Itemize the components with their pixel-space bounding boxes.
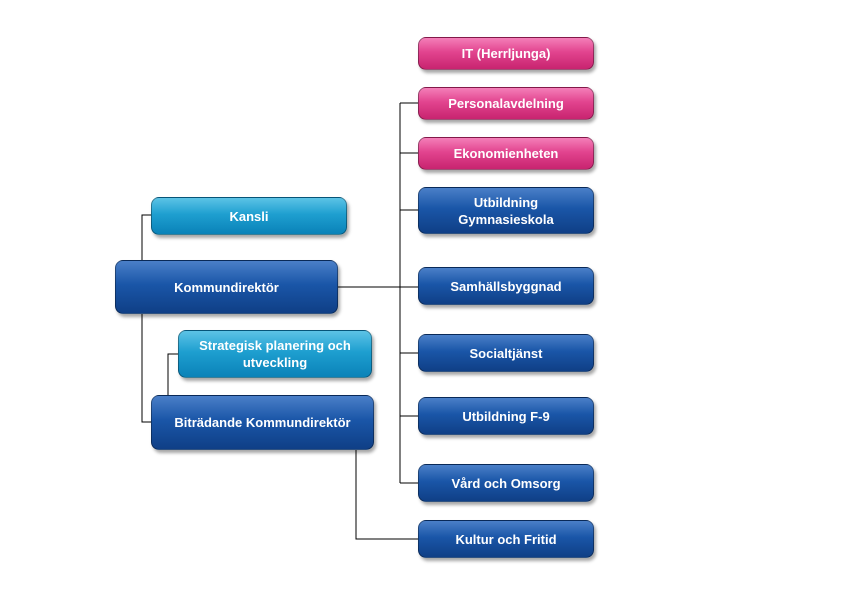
node-kommundirektor-label: Kommundirektör <box>174 279 279 295</box>
node-kansli-label: Kansli <box>229 208 269 224</box>
connector-strategisk <box>167 353 178 395</box>
node-socialtjanst-label: Socialtjänst <box>469 345 543 361</box>
connector-kansli <box>141 214 151 260</box>
node-utbildning-gymnasieskola-label: Utbildning Gymnasieskola <box>458 194 553 228</box>
node-bitradande-kommundirektor-label: Biträdande Kommundirektör <box>174 415 351 430</box>
node-bitradande-kommundirektor: Biträdande Kommundirektör <box>151 395 374 450</box>
node-personalavdelning: Personalavdelning <box>418 87 594 120</box>
node-ekonomienheten-label: Ekonomienheten <box>453 146 559 161</box>
node-kommundirektor: Kommundirektör <box>115 260 338 314</box>
node-utbildning-gymnasieskola: Utbildning Gymnasieskola <box>418 187 594 234</box>
node-strategisk-line1: Strategisk planering och <box>199 338 351 353</box>
node-kansli: Kansli <box>151 197 347 235</box>
node-ekonomienheten: Ekonomienheten <box>418 137 594 170</box>
node-utbildning-f9-label: Utbildning F-9 <box>462 408 550 424</box>
node-strategisk-planering-label: Strategisk planering och utveckling <box>199 337 351 371</box>
node-it: IT (Herrljunga) <box>418 37 594 70</box>
node-samhallsbyggnad: Samhällsbyggnad <box>418 267 594 305</box>
node-vard-och-omsorg: Vård och Omsorg <box>418 464 594 502</box>
connector-kultur <box>355 450 418 540</box>
node-strategisk-line2: utveckling <box>242 355 308 370</box>
node-it-label: IT (Herrljunga) <box>461 46 551 61</box>
node-vard-och-omsorg-label: Vård och Omsorg <box>451 475 561 491</box>
connector-bitradande <box>141 314 151 423</box>
node-strategisk-planering: Strategisk planering och utveckling <box>178 330 372 378</box>
node-kultur-och-fritid-label: Kultur och Fritid <box>455 531 557 547</box>
node-socialtjanst: Socialtjänst <box>418 334 594 372</box>
node-utbildning-f9: Utbildning F-9 <box>418 397 594 435</box>
node-samhallsbyggnad-label: Samhällsbyggnad <box>450 278 562 294</box>
node-kultur-och-fritid: Kultur och Fritid <box>418 520 594 558</box>
node-gymnasie-line2: Gymnasieskola <box>458 211 554 227</box>
node-gymnasie-line1: Utbildning <box>473 194 539 210</box>
node-personalavdelning-label: Personalavdelning <box>448 96 564 111</box>
